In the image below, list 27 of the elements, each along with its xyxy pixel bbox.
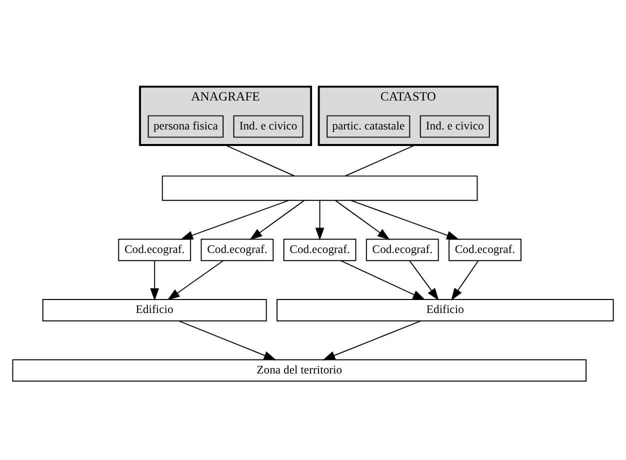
arrow [322,320,422,360]
node-box: Cod.ecograf. [366,238,439,262]
node-box: partic. catastale [326,115,410,138]
node-box: Cod.ecograf. [283,238,356,262]
arrow [250,200,305,240]
arrow [350,200,460,240]
node-box: Zona del territorio [12,359,587,382]
node-box: persona fisica [148,115,224,138]
node-box: Cod.ecograf. [448,238,522,262]
node-box: Edificio [276,299,614,322]
arrow [180,200,290,240]
node-box: Edificio [42,299,267,322]
node-box: Ind. e civico [420,115,490,138]
arrow [150,260,160,301]
arrow [178,320,276,360]
node-box [162,176,478,201]
arrow [167,260,224,300]
connector [224,144,295,176]
connector [345,144,416,176]
arrow [409,260,439,301]
node-box: Ind. e civico [233,115,304,138]
arrow [334,200,390,240]
arrow [451,260,479,301]
arrow [340,260,426,300]
node-box: Cod.ecograf. [118,238,192,262]
arrow [315,200,324,240]
node-box: Cod.ecograf. [200,238,274,262]
